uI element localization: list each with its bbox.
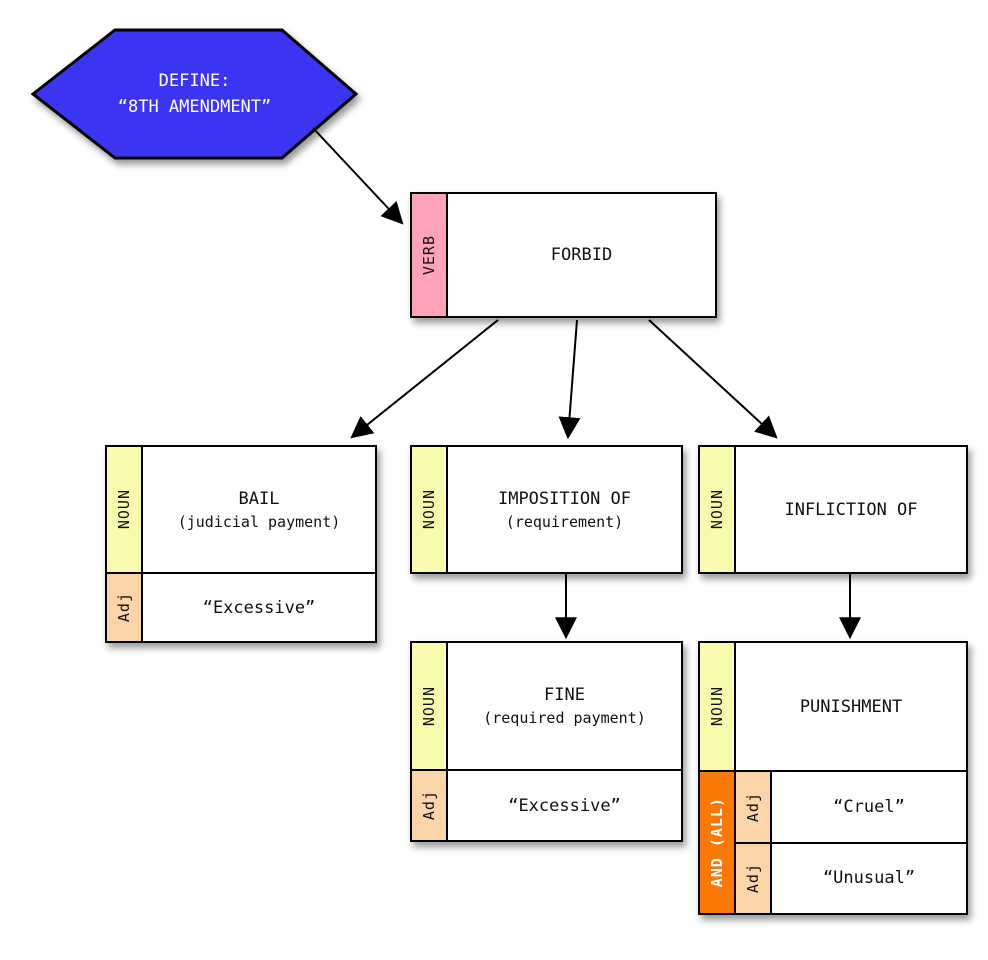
- noun-strip: NOUN: [700, 643, 736, 770]
- noun-strip: NOUN: [412, 447, 448, 572]
- noun-label: NOUN: [708, 489, 726, 530]
- define-node-label: DEFINE: “8TH AMENDMENT”: [33, 30, 356, 158]
- adj-strip: Adj: [736, 772, 772, 842]
- adj-strip: Adj: [412, 771, 448, 840]
- fine-title: FINE: [544, 685, 585, 705]
- punishment-title: PUNISHMENT: [799, 696, 903, 717]
- noun-label: NOUN: [115, 489, 133, 530]
- node-punishment: NOUN PUNISHMENT AND (ALL) Adj “Cruel”: [698, 641, 968, 915]
- and-all-strip: AND (ALL): [700, 772, 736, 913]
- edge-forbid-bail: [350, 319, 499, 439]
- bail-subtitle: (judicial payment): [177, 512, 341, 531]
- noun-label: NOUN: [420, 489, 438, 530]
- node-bail: NOUN BAIL (judicial payment) Adj “Excess…: [105, 445, 377, 643]
- imposition-subtitle: (requirement): [505, 512, 624, 531]
- noun-strip: NOUN: [700, 447, 736, 572]
- node-fine: NOUN FINE (required payment) Adj “Excess…: [410, 641, 683, 842]
- imposition-title: IMPOSITION OF: [497, 488, 632, 509]
- infliction-title: INFLICTION OF: [784, 499, 918, 520]
- forbid-title: FORBID: [550, 245, 613, 265]
- verb-label: VERB: [420, 234, 438, 276]
- noun-strip: NOUN: [107, 447, 143, 572]
- bail-modifier-value: “Excessive”: [202, 597, 316, 618]
- adj-label: Adj: [744, 863, 762, 894]
- adj-strip: Adj: [736, 843, 772, 913]
- bail-title: BAIL: [238, 488, 280, 509]
- fine-subtitle: (required payment): [483, 709, 646, 727]
- noun-label: NOUN: [420, 685, 438, 727]
- punishment-modifier-cruel: “Cruel”: [833, 796, 905, 817]
- node-forbid: VERB FORBID: [410, 192, 717, 318]
- noun-strip: NOUN: [412, 643, 448, 769]
- adj-label: Adj: [420, 790, 438, 821]
- edge-forbid-imposition: [558, 319, 581, 440]
- noun-label: NOUN: [708, 686, 726, 727]
- punishment-modifier-unusual: “Unusual”: [822, 868, 916, 889]
- node-imposition: NOUN IMPOSITION OF (requirement): [410, 445, 683, 574]
- define-line1: DEFINE:: [158, 70, 231, 91]
- adj-strip: Adj: [107, 574, 143, 641]
- fine-modifier-value: “Excessive”: [508, 795, 621, 816]
- verb-strip: VERB: [412, 194, 448, 316]
- edge-define-forbid: [312, 127, 404, 225]
- node-infliction: NOUN INFLICTION OF: [698, 445, 968, 574]
- and-all-label: AND (ALL): [708, 797, 726, 888]
- define-hexagon: [30, 28, 359, 160]
- adj-label: Adj: [744, 791, 762, 822]
- adj-label: Adj: [115, 592, 133, 623]
- define-line2: “8TH AMENDMENT”: [117, 96, 272, 117]
- edge-forbid-infliction: [648, 319, 778, 439]
